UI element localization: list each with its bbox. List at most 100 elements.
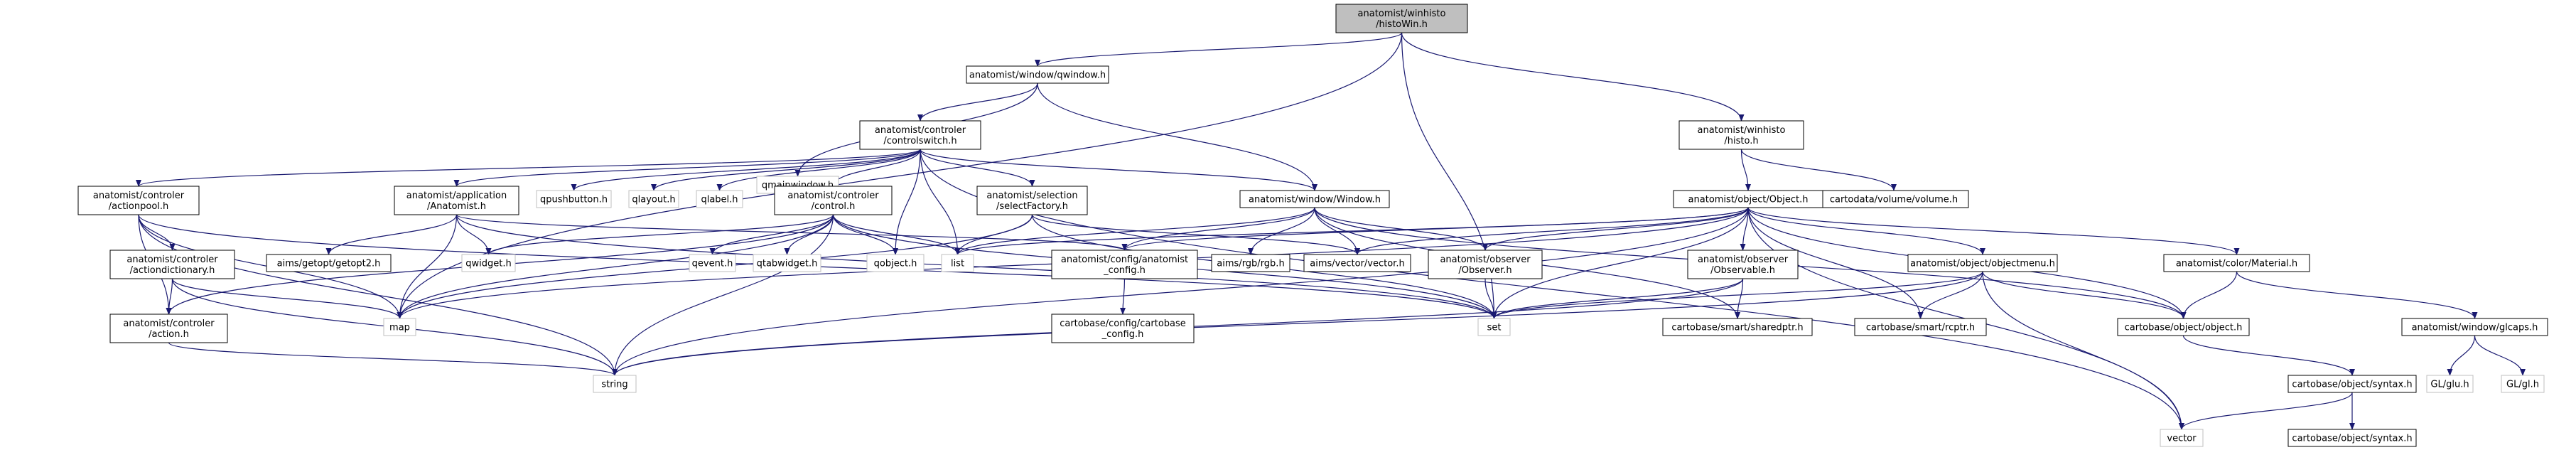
node-string[interactable]: string: [593, 375, 637, 393]
node-qobject[interactable]: qobject.h: [866, 254, 925, 272]
edge-control-to-qobject: [832, 214, 898, 255]
node-box: [593, 375, 637, 393]
node-label: qevent.h: [692, 259, 733, 269]
node-vector-h[interactable]: aims/vector/vector.h: [1303, 254, 1411, 272]
edge-glcaps-to-gl: [2474, 335, 2526, 376]
edge-objecth-to-set: [1491, 207, 1749, 319]
node-glcaps[interactable]: anatomist/window/glcaps.h: [2401, 318, 2548, 336]
node-selectfactory[interactable]: anatomist/selection/selectFactory.h: [976, 186, 1088, 215]
node-label: aims/vector/vector.h: [1310, 259, 1404, 269]
edge-controlswitch-to-selectfactory: [920, 149, 1035, 187]
node-label: anatomist/application: [406, 191, 507, 201]
node-sharedptr[interactable]: cartobase/smart/sharedptr.h: [1662, 318, 1813, 336]
edge-controlswitch-to-qlayout: [651, 149, 921, 191]
node-rgb[interactable]: aims/rgb/rgb.h: [1211, 254, 1290, 272]
node-label: anatomist/window/glcaps.h: [2412, 323, 2538, 333]
node-getopt2[interactable]: aims/getopt/getopt2.h: [266, 254, 392, 272]
node-box: [461, 254, 516, 272]
edge-actiondictionary-to-map: [171, 278, 403, 319]
node-volume[interactable]: cartodata/volume/volume.h: [1818, 190, 1969, 208]
node-label: /Anatomist.h: [427, 201, 486, 212]
node-rcptr[interactable]: cartobase/smart/rcptr.h: [1854, 318, 1987, 336]
node-box: [1051, 250, 1198, 279]
node-gl[interactable]: GL/gl.h: [2501, 375, 2545, 393]
node-map[interactable]: map: [383, 318, 416, 336]
node-label: /Observable.h: [1710, 265, 1775, 276]
edge-controlswitch-to-control: [830, 149, 921, 187]
node-observable[interactable]: anatomist/observer/Observable.h: [1687, 250, 1799, 279]
node-label: anatomist/selection: [986, 191, 1077, 201]
node-label: anatomist/controler: [123, 318, 215, 329]
node-box: [1303, 254, 1411, 272]
edge-windowh-to-list: [954, 207, 1315, 255]
node-label: /control.h: [812, 201, 856, 212]
node-box: [689, 254, 736, 272]
edge-control-to-qtabwidget: [784, 214, 834, 255]
edge-root-to-map: [397, 32, 1403, 319]
node-controlswitch[interactable]: anatomist/controler/controlswitch.h: [859, 120, 981, 150]
node-label: cartobase/smart/rcptr.h: [1866, 323, 1975, 333]
node-qwindow[interactable]: anatomist/window/qwindow.h: [966, 65, 1109, 84]
node-box: [2287, 429, 2417, 447]
node-objectmenu[interactable]: anatomist/object/objectmenu.h: [1907, 254, 2058, 272]
edge-control-to-map: [397, 214, 834, 319]
node-qpushbutton[interactable]: qpushbutton.h: [536, 190, 612, 208]
node-label: anatomist/controler: [126, 255, 218, 265]
node-box: [1907, 254, 2058, 272]
node-label: /actionpool.h: [109, 201, 169, 212]
node-syntax[interactable]: cartobase/object/syntax.h: [2287, 375, 2417, 393]
node-windowh[interactable]: anatomist/window/Window.h: [1239, 190, 1390, 208]
node-actiondictionary[interactable]: anatomist/controler/actiondictionary.h: [109, 250, 235, 279]
node-actionpool[interactable]: anatomist/controler/actionpool.h: [77, 186, 200, 215]
node-label: cartobase/object/syntax.h: [2292, 380, 2412, 390]
node-qlayout[interactable]: qlayout.h: [628, 190, 679, 208]
node-label: anatomist/window/Window.h: [1249, 195, 1381, 205]
node-anatomist[interactable]: anatomist/application/Anatomist.h: [394, 186, 519, 215]
node-qwidget[interactable]: qwidget.h: [461, 254, 516, 272]
node-cartobase-config[interactable]: cartobase/config/cartobase_config.h: [1051, 314, 1195, 343]
edge-qwindow-to-controlswitch: [917, 82, 1038, 122]
node-box: [1211, 254, 1290, 272]
node-qevent[interactable]: qevent.h: [689, 254, 736, 272]
node-action[interactable]: anatomist/controler/action.h: [109, 314, 228, 343]
node-label: GL/gl.h: [2506, 380, 2539, 390]
edge-controlswitch-to-qobject: [893, 149, 921, 255]
node-box: [2426, 375, 2474, 393]
edge-control-to-string: [612, 214, 834, 376]
edge-action-to-string: [168, 342, 618, 376]
node-label: map: [389, 323, 410, 333]
node-observer[interactable]: anatomist/observer/Observer.h: [1428, 250, 1543, 279]
node-box: [966, 65, 1109, 84]
node-box: [753, 254, 821, 272]
node-qtabwidget[interactable]: qtabwidget.h: [753, 254, 821, 272]
node-label: /action.h: [149, 329, 189, 340]
node-material[interactable]: anatomist/color/Material.h: [2163, 254, 2310, 272]
node-objecth[interactable]: anatomist/object/Object.h: [1673, 190, 1823, 208]
edge-histo-to-volume: [1740, 149, 1897, 191]
edge-controlswitch-to-qlabel: [716, 149, 921, 191]
node-qlabel[interactable]: qlabel.h: [696, 190, 743, 208]
node-list[interactable]: list: [941, 254, 974, 272]
node-glu[interactable]: GL/glu.h: [2426, 375, 2474, 393]
node-cobject[interactable]: cartobase/object/object.h: [2117, 318, 2250, 336]
node-syntax2[interactable]: cartobase/object/syntax.h: [2287, 429, 2417, 447]
node-box: [866, 254, 925, 272]
node-config[interactable]: anatomist/config/anatomist_config.h: [1051, 250, 1198, 279]
node-box: [536, 190, 612, 208]
edge-glcaps-to-glu: [2447, 335, 2476, 376]
edge-qwindow-to-windowh: [1037, 82, 1317, 191]
node-set[interactable]: set: [1477, 318, 1511, 336]
node-box: [1854, 318, 1987, 336]
node-root[interactable]: anatomist/winhisto/histoWin.h: [1335, 4, 1468, 33]
node-box: [2287, 375, 2417, 393]
node-histo[interactable]: anatomist/winhisto/histo.h: [1678, 120, 1804, 150]
node-box: [1687, 250, 1799, 279]
node-label: set: [1487, 323, 1502, 333]
node-label: _config.h: [1101, 329, 1144, 340]
node-vector[interactable]: vector: [2160, 429, 2204, 447]
node-control[interactable]: anatomist/controler/control.h: [774, 186, 893, 215]
node-label: /Observer.h: [1458, 265, 1511, 276]
edge-objecth-to-string: [612, 207, 1749, 376]
edge-material-to-cobject: [2180, 271, 2238, 319]
